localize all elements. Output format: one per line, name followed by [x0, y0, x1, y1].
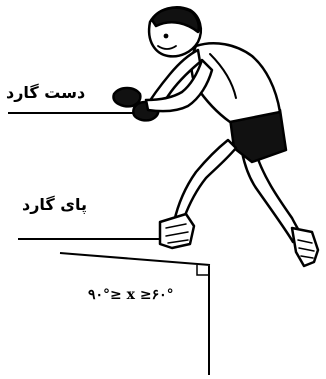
back-shoe — [292, 228, 318, 266]
hand-guard-label: دست گارد — [6, 84, 85, 102]
front-shoe — [160, 214, 194, 248]
angle-top-line — [60, 253, 210, 265]
right-angle-marker — [197, 265, 209, 275]
near-hand — [113, 88, 140, 106]
foot-guard-label: پای گارد — [22, 196, 87, 214]
angle-range-label: ۹۰°≥ x ≥۶۰° — [88, 286, 174, 304]
front-leg — [174, 140, 236, 222]
wrestler-figure — [113, 7, 318, 266]
